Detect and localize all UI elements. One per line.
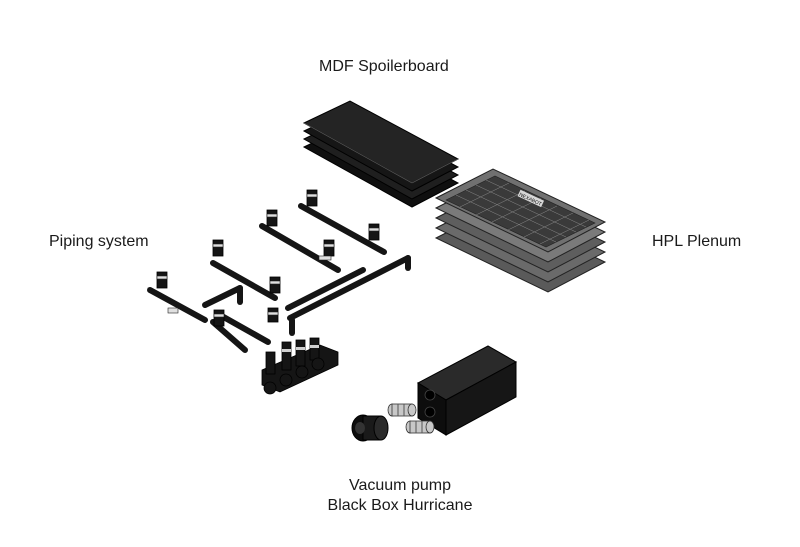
vacuum-pump-label: Vacuum pump Black Box Hurricane bbox=[0, 476, 800, 516]
mdf-spoilerboard-label: MDF Spoilerboard bbox=[319, 58, 449, 75]
piping-system-label: Piping system bbox=[49, 233, 149, 250]
vacuum-pump-label-line2: Black Box Hurricane bbox=[327, 497, 473, 514]
hpl-plenum: NEXABOT bbox=[434, 168, 607, 293]
hpl-plenum-label: HPL Plenum bbox=[652, 233, 742, 250]
vacuum-pump-label-line1: Vacuum pump bbox=[349, 477, 451, 494]
piping-system bbox=[147, 189, 411, 395]
mdf-spoilerboard bbox=[302, 100, 460, 208]
plenum-brand-plate bbox=[517, 189, 545, 208]
vacuum-pump bbox=[351, 345, 518, 442]
